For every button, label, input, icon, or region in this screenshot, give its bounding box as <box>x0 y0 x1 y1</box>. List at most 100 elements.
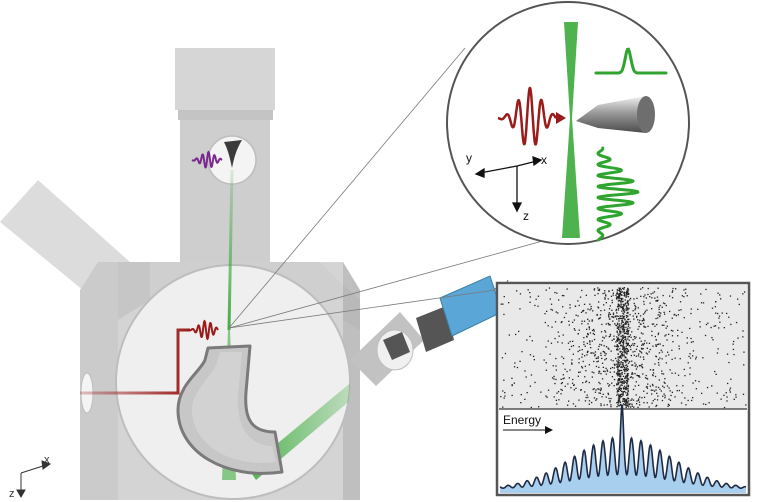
electron-count-dot <box>626 405 629 407</box>
electron-count-dot <box>617 346 619 348</box>
electron-count-dot <box>651 402 653 404</box>
electron-count-dot <box>660 312 662 314</box>
electron-count-dot <box>661 358 663 360</box>
electron-count-dot <box>623 315 625 317</box>
electron-count-dot <box>616 322 619 324</box>
electron-count-dot <box>627 338 629 340</box>
electron-count-dot <box>511 394 513 397</box>
electron-count-dot <box>617 300 619 302</box>
electron-count-dot <box>622 341 624 344</box>
electron-count-dot <box>549 298 551 300</box>
electron-count-dot <box>612 312 615 314</box>
electron-count-dot <box>605 353 607 355</box>
electron-count-dot <box>622 387 624 389</box>
electron-count-dot <box>628 400 630 402</box>
electron-count-dot <box>668 404 670 406</box>
electron-count-dot <box>599 383 601 385</box>
electron-count-dot <box>646 377 648 380</box>
electron-count-dot <box>627 403 629 405</box>
electron-count-dot <box>627 359 629 362</box>
zoom-inset: y x z <box>446 1 690 245</box>
electron-count-dot <box>608 316 610 318</box>
electron-count-dot <box>556 292 558 294</box>
electron-count-dot <box>744 291 746 293</box>
electron-count-dot <box>659 357 661 359</box>
electron-count-dot <box>611 366 614 369</box>
electron-count-dot <box>603 404 605 406</box>
electron-count-dot <box>639 350 641 352</box>
electron-count-dot <box>730 323 732 326</box>
electron-count-dot <box>651 308 653 310</box>
electron-count-dot <box>581 349 583 351</box>
electron-count-dot <box>556 392 558 394</box>
electron-count-dot <box>534 381 536 384</box>
electron-count-dot <box>668 333 670 335</box>
electron-count-dot <box>625 352 627 354</box>
electron-count-dot <box>691 399 693 402</box>
electron-count-dot <box>501 357 504 359</box>
electron-count-dot <box>622 307 625 309</box>
electron-count-dot <box>624 388 626 390</box>
electron-count-dot <box>581 366 583 368</box>
electron-count-dot <box>617 393 619 395</box>
electron-count-dot <box>578 362 580 364</box>
electron-count-dot <box>705 288 707 291</box>
electron-count-dot <box>622 328 624 330</box>
electron-count-dot <box>621 395 623 398</box>
electron-count-dot <box>504 352 507 355</box>
electron-count-dot <box>737 298 739 300</box>
electron-count-dot <box>692 355 694 357</box>
electron-count-dot <box>614 315 617 317</box>
electron-count-dot <box>585 396 587 399</box>
electron-count-dot <box>650 389 652 391</box>
electron-count-dot <box>613 367 615 369</box>
electron-count-dot <box>650 293 652 295</box>
electron-count-dot <box>587 396 589 399</box>
electron-count-dot <box>620 389 622 392</box>
electron-count-dot <box>602 292 604 295</box>
electron-count-dot <box>622 391 624 393</box>
electron-count-dot <box>714 306 716 308</box>
electron-count-dot <box>624 372 626 375</box>
electron-count-dot <box>624 390 626 393</box>
electron-count-dot <box>583 343 585 346</box>
electron-count-dot <box>503 397 505 399</box>
electron-count-dot <box>544 313 546 315</box>
electron-count-dot <box>634 350 636 353</box>
electron-count-dot <box>622 362 624 364</box>
electron-count-dot <box>567 342 570 344</box>
electron-count-dot <box>583 320 586 322</box>
electron-count-dot <box>618 327 620 329</box>
electron-count-dot <box>620 361 622 363</box>
electron-count-dot <box>618 373 620 375</box>
electron-count-dot <box>555 369 557 371</box>
electron-count-dot <box>655 389 657 391</box>
electron-count-dot <box>619 338 621 340</box>
electron-count-dot <box>625 347 627 349</box>
electron-count-dot <box>635 394 637 396</box>
electron-count-dot <box>742 393 745 395</box>
electron-count-dot <box>623 309 625 311</box>
electron-count-dot <box>621 354 623 357</box>
camera-detector <box>416 275 509 352</box>
electron-count-dot <box>629 403 631 405</box>
electron-count-dot <box>581 289 583 292</box>
electron-count-dot <box>617 363 619 365</box>
electron-count-dot <box>670 329 673 332</box>
electron-count-dot <box>620 369 623 372</box>
electron-count-dot <box>626 328 628 330</box>
electron-count-dot <box>641 348 643 350</box>
electron-count-dot <box>603 370 605 372</box>
electron-count-dot <box>620 315 622 317</box>
electron-count-dot <box>624 359 626 361</box>
electron-count-dot <box>710 326 712 329</box>
electron-count-dot <box>589 341 591 343</box>
electron-count-dot <box>627 384 629 386</box>
electron-count-dot <box>625 308 627 310</box>
electron-count-dot <box>577 333 579 335</box>
electron-count-dot <box>615 309 617 312</box>
electron-count-dot <box>658 352 661 354</box>
electron-count-dot <box>615 372 618 374</box>
electron-count-dot <box>656 296 659 298</box>
electron-count-dot <box>745 404 747 406</box>
